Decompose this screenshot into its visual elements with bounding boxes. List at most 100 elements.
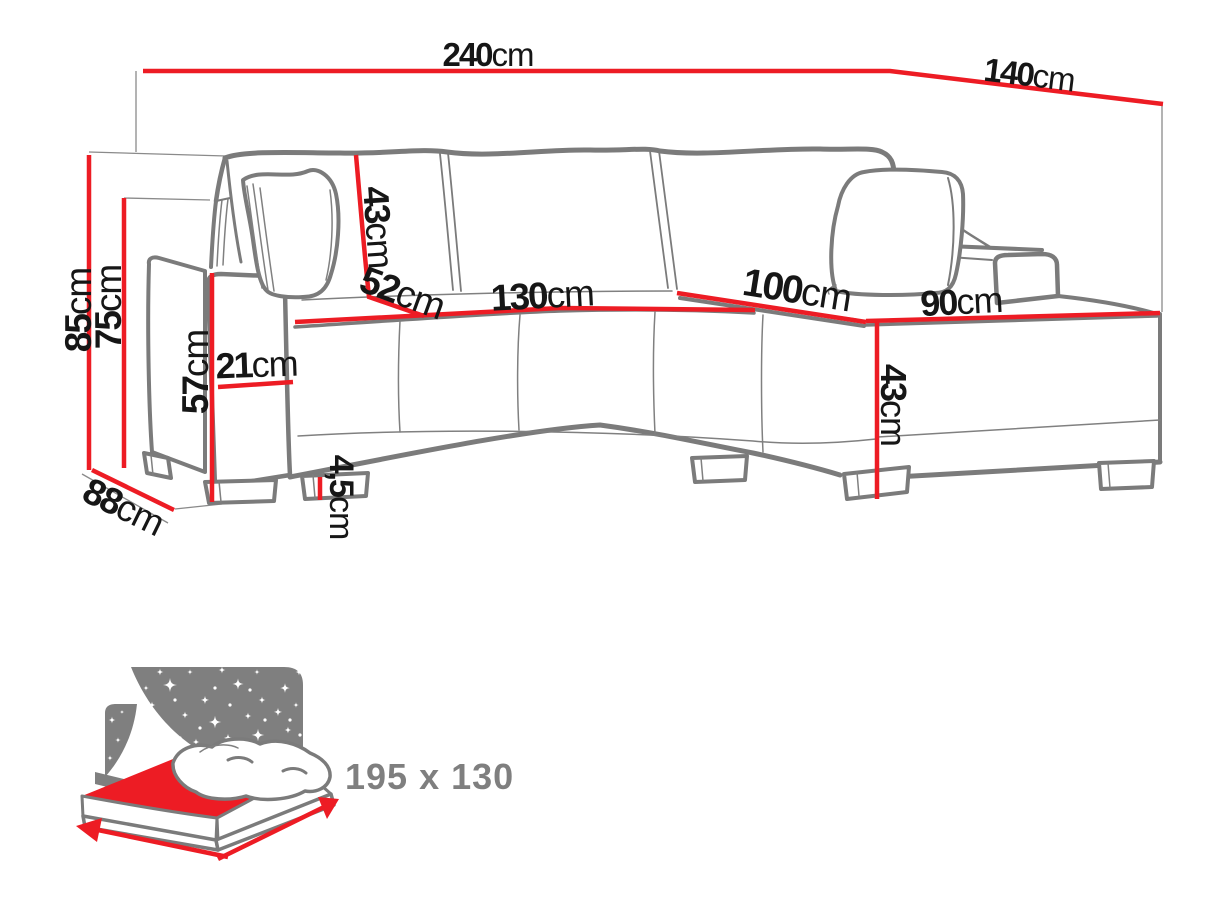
seat-cushion-seam — [516, 314, 521, 431]
dimension-label-back-height: 75cm — [88, 265, 129, 349]
dimension-line-corner-section — [676, 290, 867, 325]
dimension-line-seat-front-width — [294, 305, 756, 325]
chaise-front-top-edge — [864, 314, 1159, 327]
dimension-label-corner-section: 100cm — [740, 261, 854, 321]
dimension-label-backrest-height: 43cm — [355, 185, 402, 270]
dimension-label-leg-height: 4,5cm — [322, 455, 360, 540]
star-dot-icon — [298, 733, 302, 737]
leg-edge — [312, 474, 316, 499]
construction-line — [81, 473, 169, 524]
right-pillow-outline — [829, 167, 966, 298]
seat-bottom-edge — [287, 422, 843, 480]
dimension-label-armrest-width: 21cm — [215, 343, 298, 387]
star-dot-icon — [263, 718, 267, 722]
right-armrest-pad — [992, 251, 1061, 306]
back-cushion-seam — [649, 150, 669, 289]
pillow-fold — [259, 187, 275, 292]
back-cushion-seam — [658, 150, 678, 290]
dimension-line-side-depth — [91, 467, 175, 513]
pillow-fold — [947, 177, 955, 286]
pillow-to-arm-edge — [961, 228, 992, 249]
sofa-legs — [142, 451, 1156, 505]
dimension-label-total-width: 240cm — [442, 36, 533, 73]
pillow-fold — [325, 189, 333, 281]
night-sky-panel — [131, 667, 303, 766]
backrest-left-corner — [213, 155, 228, 204]
sofa-leg — [690, 454, 749, 484]
seat-and-chaise — [287, 295, 1163, 481]
left-pillow — [241, 168, 341, 300]
arrow-shaft — [97, 827, 229, 860]
blanket-fold — [199, 744, 239, 753]
leg-edge — [218, 480, 222, 503]
corner-seam — [760, 314, 764, 453]
night-sky-wing — [105, 704, 137, 777]
left-armrest-side-face — [146, 255, 207, 474]
backrest-strip-seam — [222, 198, 229, 266]
dimension-label-seat-front-width: 130cm — [490, 272, 595, 318]
back-cushion-seam — [447, 152, 462, 292]
back-cushion-edge — [225, 159, 243, 264]
backrest-top-edge — [222, 146, 898, 201]
dimension-label-total-depth: 140cm — [982, 51, 1077, 99]
sleeping-area-label: 195 x 130 — [345, 756, 514, 797]
dimension-line-armrest-width — [217, 379, 294, 390]
pillow-fold — [252, 183, 269, 291]
arrow-head — [76, 818, 102, 842]
star-dot-icon — [228, 703, 232, 707]
sofa-leg — [1097, 459, 1156, 491]
dimension-label-side-depth: 88cm — [77, 470, 171, 544]
back-cushion-seam — [439, 153, 454, 291]
construction-line — [88, 151, 227, 157]
leg-edge — [856, 471, 860, 497]
dimension-labels: 240cm 140cm 85cm 75cm 43cm 52cm 130cm 10… — [58, 36, 1077, 544]
star-dot-icon — [288, 718, 292, 722]
dimension-line-chaise-front-width — [865, 310, 1161, 324]
left-armrest — [146, 255, 293, 490]
dimension-label-total-height: 85cm — [58, 268, 99, 352]
sofa-drawing — [142, 146, 1163, 505]
star-icon — [139, 712, 145, 718]
star-dot-icon — [158, 743, 162, 747]
right-arm-strip — [946, 244, 1044, 252]
dimension-line-backrest-seat-depth — [353, 154, 425, 319]
sofa-leg — [142, 451, 173, 480]
star-dot-icon — [178, 736, 182, 740]
arrow-shaft — [217, 804, 325, 862]
backrest-strip-seam — [216, 199, 223, 267]
bed-blanket — [171, 737, 332, 802]
star-icon — [158, 725, 168, 735]
construction-lines — [81, 71, 1163, 524]
chaise-front-seam — [877, 419, 1161, 438]
star-dot-icon — [198, 726, 202, 730]
star-dot-icon — [173, 698, 177, 702]
star-dot-icon — [248, 688, 252, 692]
chaise-left-edge — [678, 296, 866, 328]
leg-edge — [700, 457, 704, 482]
right-pillow — [827, 167, 966, 298]
blanket-fold — [226, 756, 254, 764]
seat-back-edge — [301, 290, 673, 301]
arrow-head — [318, 797, 339, 819]
dimension-lines — [86, 68, 1164, 513]
dimension-line-total-width-depth — [143, 68, 1164, 107]
backrest — [209, 146, 898, 301]
blanket-fold — [281, 767, 308, 775]
width-arrow-icon — [76, 818, 229, 860]
pillow-fold — [827, 284, 837, 295]
backrest-strip-top — [215, 197, 231, 202]
dimension-label-armrest-height: 57cm — [175, 330, 216, 414]
star-dot-icon — [213, 686, 217, 690]
leg-edge — [150, 454, 154, 476]
leg-edge — [1107, 462, 1111, 489]
seat-cushion-seam — [397, 320, 401, 433]
backrest-left-strip — [209, 199, 218, 269]
pillow-fold — [246, 185, 263, 289]
length-arrow-icon — [217, 797, 339, 862]
seat-cushion-seam — [652, 311, 656, 435]
sleep-function-icon: 195 x 130 — [76, 666, 514, 862]
dimension-label-chaise-front-width: 90cm — [919, 279, 1003, 324]
sofa-leg — [203, 478, 278, 505]
